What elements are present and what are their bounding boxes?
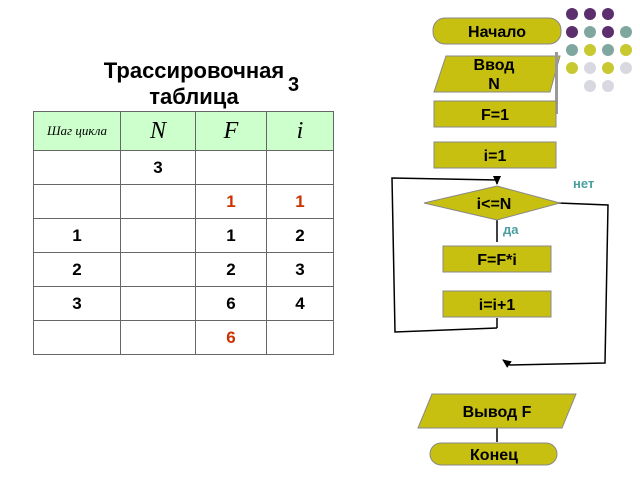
dot-icon [566,62,578,74]
header-n: N [120,111,196,151]
output-block: Вывод F [417,393,577,429]
dot-icon [584,26,596,38]
no-label: нет [573,176,594,191]
dot-icon [602,8,614,20]
dot-icon [620,26,632,38]
table-cell [266,320,334,355]
table-cell [120,184,196,219]
end-label: Конец [470,447,518,464]
loop-back-arrow [391,176,501,333]
start-block: Начало [432,17,562,45]
dot-icon [602,80,614,92]
end-block: Конец [429,442,558,466]
dot-icon [620,62,632,74]
yes-label: да [503,222,519,237]
table-cell [33,150,121,185]
input-label: Ввод [474,57,515,74]
table-cell [120,286,196,321]
condition-label: i<=N [477,196,512,213]
input-block: Ввод N [433,52,561,114]
multiply-block: F=F*i [442,245,552,273]
table-cell: 3 [33,286,121,321]
trace-table: Шаг цикла N F i 3 1 1 1 1 2 2 2 3 3 6 4 … [33,111,334,355]
multiply-label: F=F*i [477,252,517,269]
table-cell [33,320,121,355]
table-cell: 1 [33,218,121,253]
table-cell: 2 [33,252,121,287]
table-cell-highlight: 1 [266,184,334,219]
input-variable: N [488,76,500,93]
assign-f-label: F=1 [481,107,509,124]
table-cell: 2 [266,218,334,253]
dot-icon [566,8,578,20]
dot-icon [584,8,596,20]
dot-icon [620,44,632,56]
increment-block: i=i+1 [442,290,552,318]
page-title: Трассировочная таблица [103,58,285,109]
dot-icon [566,44,578,56]
dot-icon [602,44,614,56]
header-f: F [195,111,267,151]
condition-block: i<=N [423,185,562,221]
increment-label: i=i+1 [479,297,516,314]
no-branch-arrow [502,202,609,368]
table-cell [120,218,196,253]
table-row: 3 [33,150,334,185]
dot-icon [584,44,596,56]
start-label: Начало [468,24,526,41]
dot-icon [602,26,614,38]
table-row: 1 1 2 [33,218,334,253]
dot-icon [584,62,596,74]
header-i: i [266,111,334,151]
table-cell [266,150,334,185]
assign-f-block: F=1 [433,100,557,128]
title-suffix: 3 [288,74,300,96]
table-header-row: Шаг цикла N F i [33,111,334,151]
dot-icon [566,26,578,38]
table-cell: 4 [266,286,334,321]
assign-i-block: i=1 [433,141,557,169]
table-row: 6 [33,320,334,355]
table-cell [120,320,196,355]
table-row: 2 2 3 [33,252,334,287]
assign-i-label: i=1 [484,148,507,165]
output-label: Вывод F [463,404,532,421]
dot-icon [602,62,614,74]
dot-icon [584,80,596,92]
